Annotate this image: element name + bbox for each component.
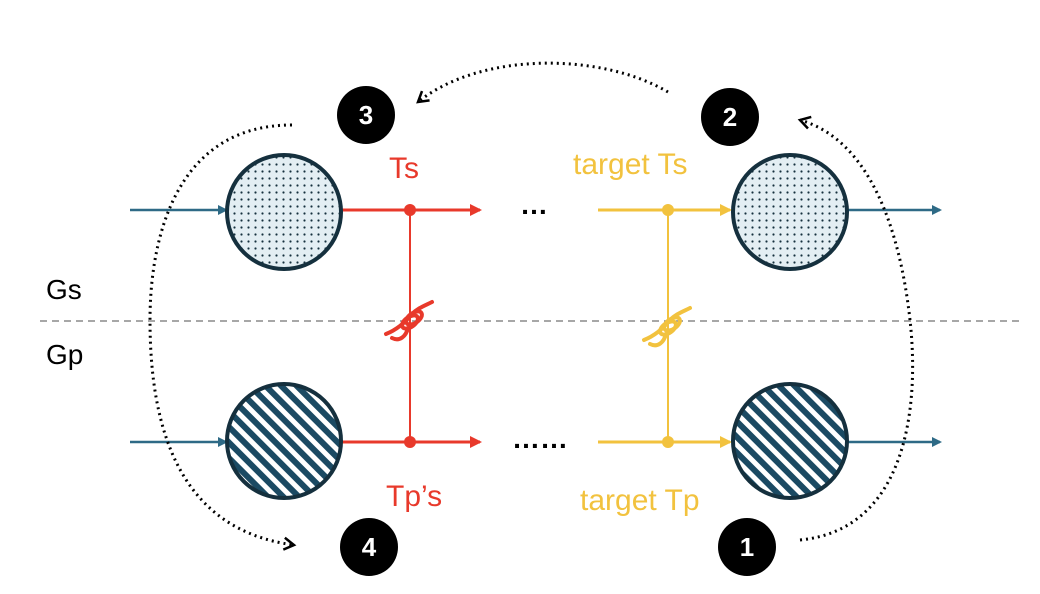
step-badge-2: 2 bbox=[701, 88, 759, 146]
ts-label: Ts bbox=[389, 152, 419, 185]
node-gp-end bbox=[731, 382, 849, 500]
target-ts-label: target Ts bbox=[573, 148, 688, 181]
node-gs-start bbox=[225, 153, 343, 271]
ellipsis-bottom: …… bbox=[512, 423, 568, 454]
yellow-dot-top bbox=[662, 204, 674, 216]
svg-text:4: 4 bbox=[362, 532, 377, 562]
knot-icon-yellow bbox=[642, 306, 692, 348]
flow-arrow-2-to-3 bbox=[416, 61, 669, 104]
gs-label: Gs bbox=[46, 274, 82, 305]
gp-label: Gp bbox=[46, 339, 83, 370]
ellipsis-top: … bbox=[520, 189, 548, 220]
svg-text:3: 3 bbox=[359, 100, 373, 130]
target-tp-label: target Tp bbox=[580, 484, 700, 517]
tp-label: Tp’s bbox=[386, 480, 442, 513]
step-badge-4: 4 bbox=[340, 518, 398, 576]
knot-icon-red bbox=[384, 300, 434, 342]
yellow-dot-bottom bbox=[662, 436, 674, 448]
red-dot-bottom bbox=[404, 436, 416, 448]
node-gp-start bbox=[225, 382, 343, 500]
node-gs-end bbox=[731, 153, 849, 271]
red-dot-top bbox=[404, 204, 416, 216]
step-badge-1: 1 bbox=[718, 518, 776, 576]
svg-text:2: 2 bbox=[723, 102, 737, 132]
step-badge-3: 3 bbox=[337, 86, 395, 144]
svg-text:1: 1 bbox=[740, 532, 754, 562]
